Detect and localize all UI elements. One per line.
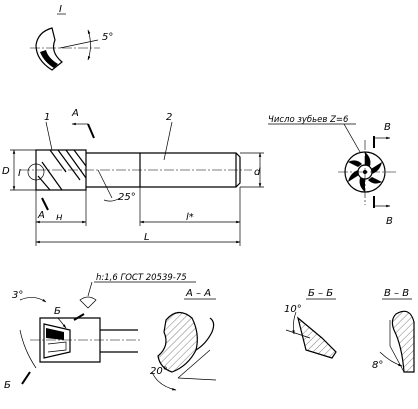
pos-2-leader	[163, 121, 173, 161]
section-a-top: A	[71, 108, 79, 119]
helix-angle-leg	[97, 169, 113, 199]
detail-i-circle	[27, 163, 45, 181]
teeth-note: Число зубьев Z=6	[268, 115, 349, 125]
dim-l: l*	[186, 212, 194, 223]
section-aa: А – А 20°	[150, 288, 217, 391]
flute-3	[65, 149, 87, 179]
angle-3-arc	[19, 297, 47, 303]
tip-face	[43, 323, 71, 359]
flute-1	[49, 149, 67, 173]
pos-1: 1	[44, 112, 50, 123]
helix-angle: 25°	[118, 192, 136, 203]
detail-i-mark: I	[59, 4, 62, 15]
dim-d-big: D	[2, 166, 10, 177]
pos-2: 2	[166, 112, 172, 123]
end-view: Число зубьев Z=6 В В	[268, 115, 396, 227]
angle-3: 3°	[12, 290, 23, 301]
section-bb-profile	[296, 316, 337, 359]
detail-i-tooth-outline	[35, 27, 63, 71]
gost-note: h:1,6 ГОСТ 20539-75	[96, 273, 187, 283]
tip-shank-lines	[100, 329, 138, 353]
section-aa-edge	[195, 317, 215, 351]
tip-detail-view: h:1,6 ГОСТ 20539-75 3° Б Б	[4, 273, 196, 391]
section-vv-profile	[391, 310, 415, 373]
flute-2	[57, 149, 81, 181]
section-a-top-stroke	[87, 123, 95, 139]
angle-20: 20°	[150, 366, 168, 377]
flute-4	[73, 149, 87, 167]
detail-b-top-arrow	[57, 317, 67, 329]
dim-h: н	[56, 212, 63, 223]
section-v-bottom: В	[386, 216, 393, 227]
angle-8: 8°	[372, 360, 383, 371]
tip-tooth-fill	[46, 328, 64, 340]
dim-big-l: L	[144, 232, 150, 243]
tip-body	[39, 317, 101, 363]
section-a-bottom: A	[37, 210, 45, 221]
section-v-top: В	[384, 122, 391, 133]
tip-tooth-lower	[47, 341, 67, 353]
section-aa-angle-leg1	[177, 349, 211, 379]
helix-angle-arc	[103, 197, 121, 202]
section-aa-title: А – А	[185, 288, 211, 299]
main-view: I D d 1 2 A A 25° н	[2, 108, 264, 246]
dim-i: I	[18, 168, 21, 179]
detail-b-top-stroke	[73, 313, 85, 321]
section-vv-angle-arc	[379, 351, 403, 367]
flute-6	[37, 175, 51, 191]
roughness-mark	[79, 281, 97, 309]
section-vv-angle-leg	[389, 345, 405, 373]
end-view-teeth	[348, 152, 382, 192]
section-bb: Б – Б 10°	[284, 288, 337, 359]
pos-1-leader	[45, 121, 53, 151]
detail-i-angle: 5°	[102, 32, 113, 43]
tip-angle-arc	[19, 329, 37, 369]
detail-b-bottom-stroke	[21, 371, 31, 385]
flute-5	[41, 161, 63, 191]
angle-10: 10°	[284, 304, 302, 315]
section-vv-title: В – В	[384, 288, 409, 299]
detail-i-angle-leg	[59, 39, 99, 49]
detail-i-view: I 5°	[30, 4, 113, 71]
section-a-bottom-stroke	[41, 197, 49, 211]
section-aa-angle-arc	[151, 371, 177, 391]
section-bb-angle-arc	[292, 311, 297, 335]
detail-b-bottom: Б	[4, 380, 11, 391]
dim-small-d: d	[254, 167, 261, 178]
teeth-note-leader	[343, 123, 361, 153]
section-vv: В – В 8°	[372, 288, 415, 373]
section-aa-tooth	[157, 311, 198, 373]
detail-b-top: Б	[54, 306, 61, 317]
detail-i-angle-arc	[87, 29, 91, 61]
section-bb-title: Б – Б	[308, 288, 333, 299]
detail-i-tooth-fill	[40, 50, 58, 68]
section-bb-angle-leg	[285, 329, 311, 339]
section-aa-angle-leg2	[177, 377, 217, 381]
